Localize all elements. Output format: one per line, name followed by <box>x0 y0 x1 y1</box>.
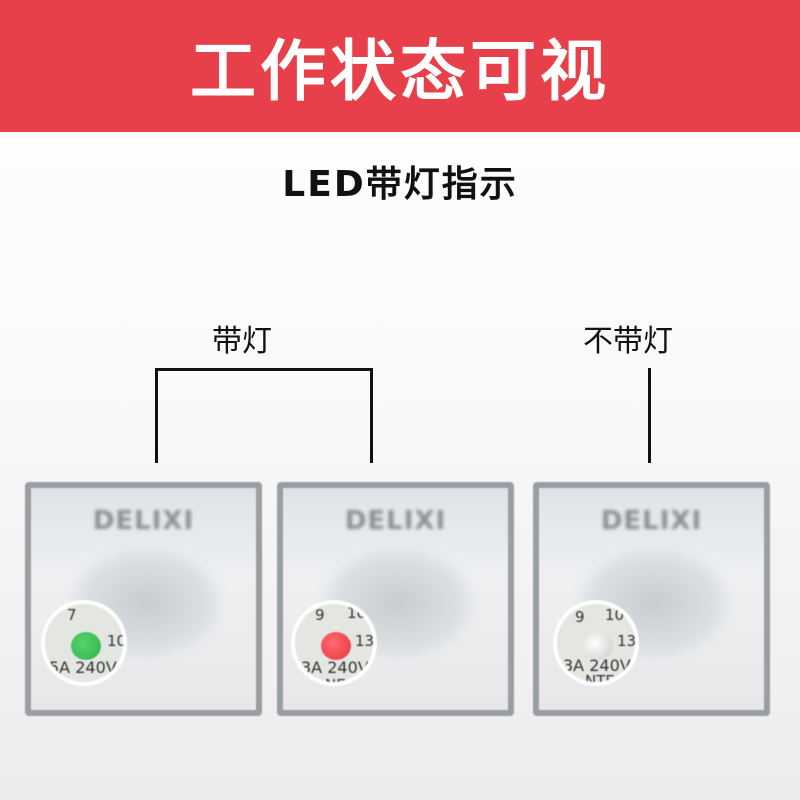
pin-label: 9 <box>315 606 325 624</box>
led-magnifier: 7 10 5A 240V <box>41 600 127 686</box>
pin-label: 13 <box>617 632 637 650</box>
label-with-light: 带灯 <box>212 324 272 359</box>
rating: 5A 240V <box>49 658 117 677</box>
led-magnifier: 9 10 13 3A 240V NTE <box>553 600 639 686</box>
pin-label: 13 <box>355 632 375 650</box>
pin-label: 9 <box>575 608 585 626</box>
relay-brand: DELIXI <box>344 506 447 536</box>
pin-label: 10 <box>605 606 625 624</box>
pin-label: 10 <box>347 604 367 622</box>
rating: 3A 240V <box>301 658 369 677</box>
green-led-icon <box>71 632 101 660</box>
banner-title: 工作状态可视 <box>190 33 610 110</box>
relay-brand: DELIXI <box>600 506 703 536</box>
relay-red-led: DELIXI 9 10 13 3A 240V NE <box>277 482 514 716</box>
led-hole-icon <box>583 632 613 660</box>
label-without-light: 不带灯 <box>583 324 673 359</box>
pin-label: 7 <box>67 606 77 624</box>
bracket-right <box>370 368 373 463</box>
model-text: NTE <box>585 672 615 686</box>
relay-green-led: DELIXI 7 10 5A 240V <box>25 482 262 716</box>
relay-no-led: DELIXI 9 10 13 3A 240V NTE <box>533 482 770 716</box>
subtitle: LED带灯指示 <box>282 164 518 205</box>
model-text: NE <box>325 676 346 686</box>
pointer-line <box>648 368 651 463</box>
relay-brand: DELIXI <box>92 506 195 536</box>
rating: 3A 240V <box>563 656 631 675</box>
led-magnifier: 9 10 13 3A 240V NE <box>291 600 377 686</box>
pin-label: 10 <box>107 632 127 650</box>
bracket-top <box>155 368 373 371</box>
title-banner: 工作状态可视 <box>0 0 800 132</box>
bracket-left <box>155 368 158 463</box>
red-led-icon <box>321 632 351 660</box>
